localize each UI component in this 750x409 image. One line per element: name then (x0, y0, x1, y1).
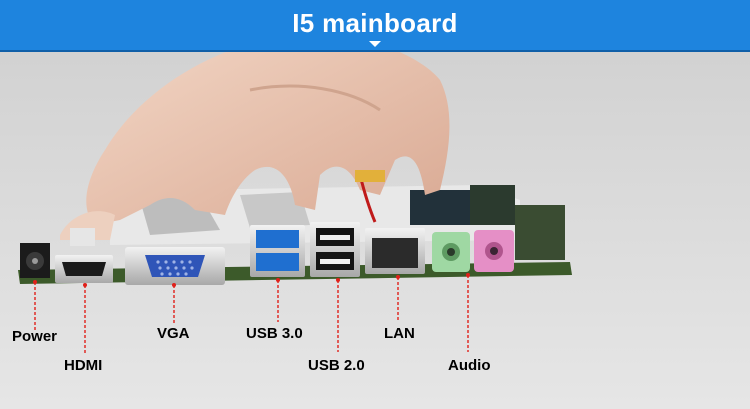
label-hdmi: HDMI (64, 357, 103, 374)
label-audio: Audio (448, 357, 491, 374)
audio-jack-pink (474, 230, 514, 272)
component-white (70, 228, 95, 246)
usb2-ports (310, 222, 360, 277)
hdmi-port (55, 255, 113, 283)
label-vga: VGA (157, 325, 190, 342)
title-banner: I5 mainboard (0, 0, 750, 52)
vga-port (125, 247, 225, 285)
wires (355, 170, 385, 223)
pointer-lines (34, 275, 469, 355)
usb3-ports (250, 225, 305, 277)
audio-jack-green (432, 232, 470, 272)
banner-caret-icon (369, 41, 381, 47)
power-jack (20, 243, 50, 278)
board-chips (410, 185, 565, 260)
label-power: Power (12, 328, 58, 345)
label-lan: LAN (384, 325, 415, 342)
pointer-dots (33, 273, 470, 287)
banner-title: I5 mainboard (292, 8, 458, 38)
lan-port (365, 228, 425, 274)
label-usb3: USB 3.0 (246, 325, 303, 342)
label-usb2: USB 2.0 (308, 357, 365, 374)
